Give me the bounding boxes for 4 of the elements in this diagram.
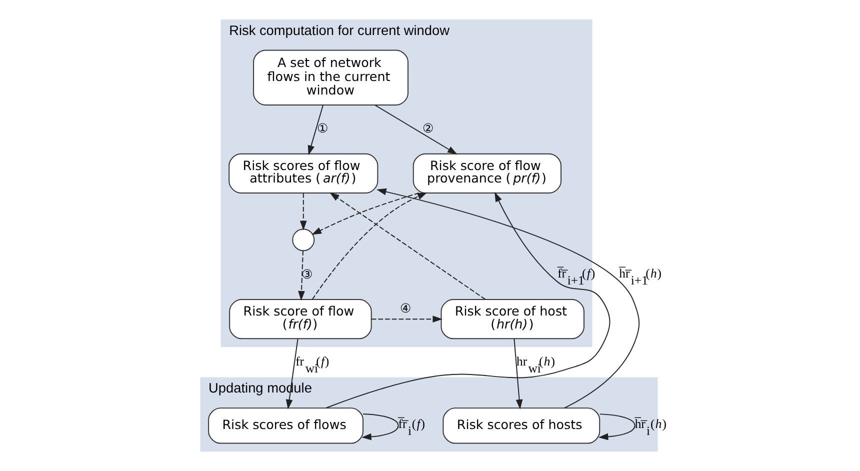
edge-label: ①	[317, 122, 330, 136]
edge-label: ④	[400, 302, 412, 316]
edge-label: ③	[301, 267, 314, 282]
edge-label: ②	[422, 122, 435, 136]
